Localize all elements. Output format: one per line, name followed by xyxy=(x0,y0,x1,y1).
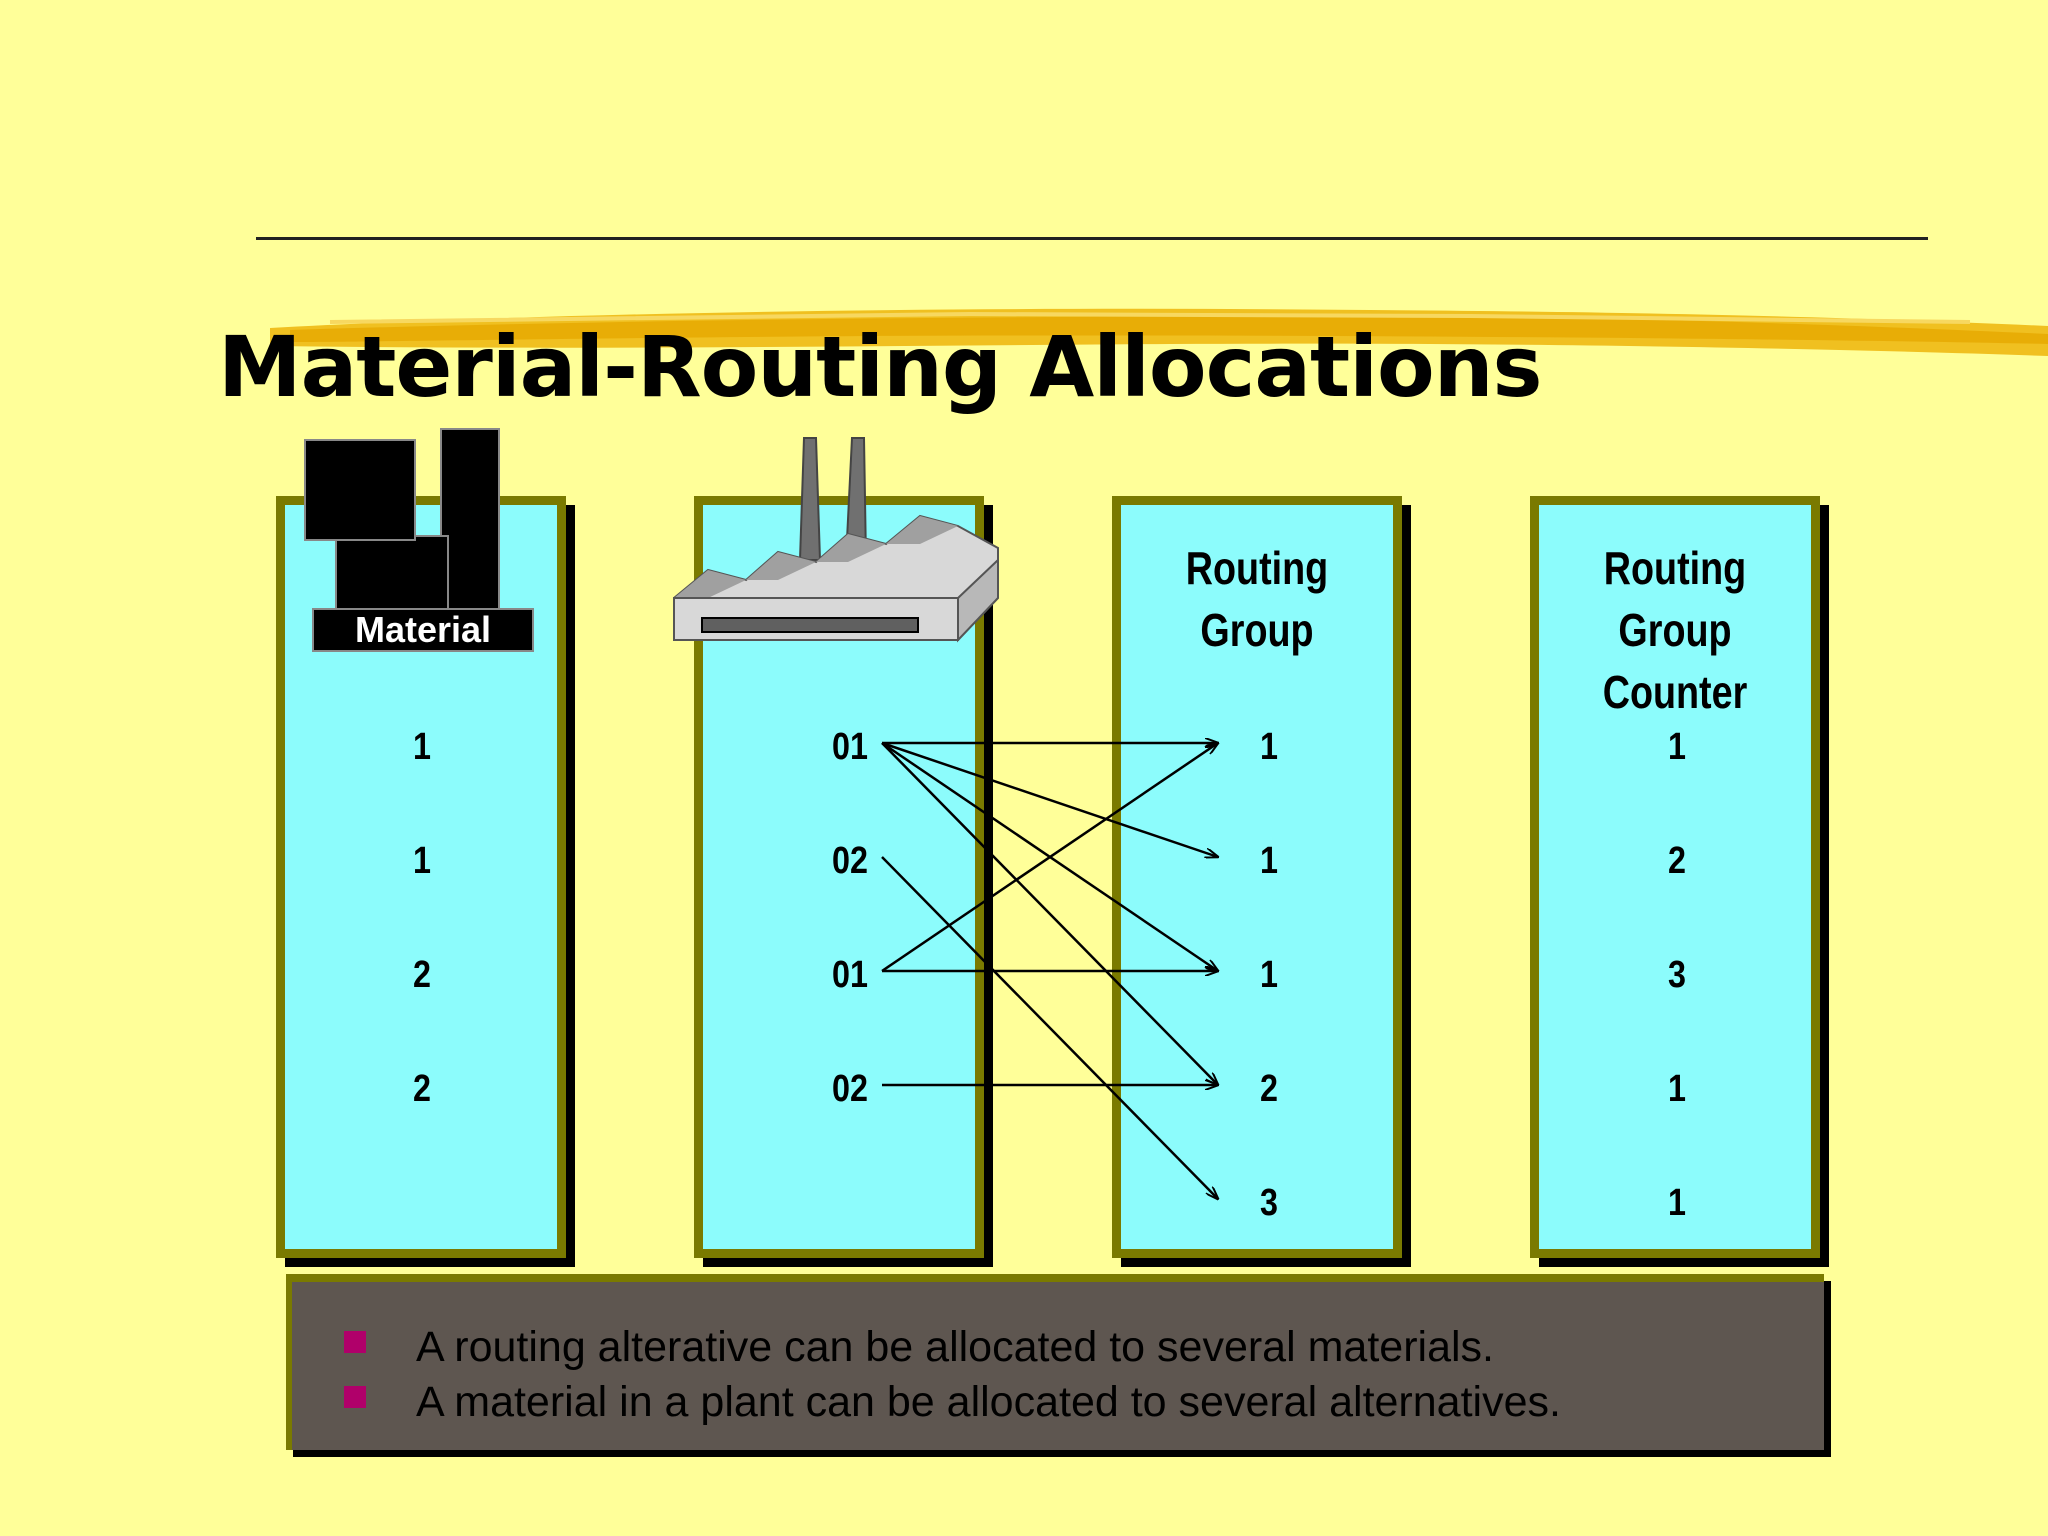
note-item: A material in a plant can be allocated t… xyxy=(416,1375,1824,1430)
note-text: A routing alterative can be allocated to… xyxy=(416,1323,1494,1371)
notes-list: A routing alterative can be allocated to… xyxy=(292,1282,1824,1430)
allocation-arrow xyxy=(882,743,1218,1085)
bullet-square-icon xyxy=(344,1331,366,1353)
note-text: A material in a plant can be allocated t… xyxy=(416,1378,1561,1426)
note-item: A routing alterative can be allocated to… xyxy=(416,1320,1824,1375)
notes-box: A routing alterative can be allocated to… xyxy=(286,1274,1824,1450)
allocation-arrow xyxy=(882,743,1218,857)
allocation-arrow xyxy=(882,857,1218,1199)
bullet-square-icon xyxy=(344,1386,366,1408)
